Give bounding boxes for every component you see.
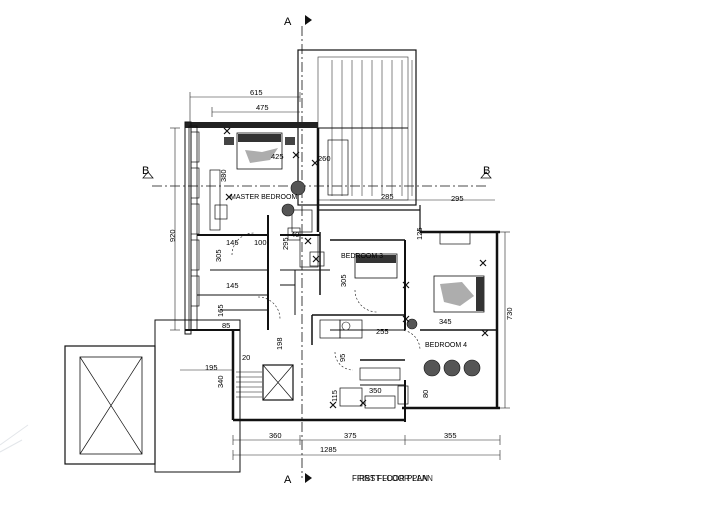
dim-100: 100 [254,238,267,247]
section-marker-b-right: B [483,165,490,177]
dim-1285: 1285 [320,445,337,454]
dim-95: 95 [338,354,347,362]
closets [214,139,471,409]
dim-198: 198 [275,337,284,350]
dim-255: 255 [376,327,389,336]
dim-20: 20 [242,353,250,362]
section-marker-a-bottom: A [284,474,292,486]
bed-3 [354,253,398,279]
dim-260: 260 [318,154,331,163]
title-overprint: FIRST FLOOR PLAN [357,474,433,483]
dim-615: 615 [250,88,263,97]
dim-305b: 305 [339,274,348,287]
section-line-b [142,171,492,187]
dim-380: 380 [219,169,228,182]
dim-295: 295 [451,194,464,203]
dim-295b: 295 [281,237,290,250]
staircase [236,364,294,401]
room-labels: MASTER BEDROOM BEDROOM 3 BEDROOM 4 [230,194,467,349]
dim-345: 345 [439,317,452,326]
dim-730: 730 [505,307,514,320]
dim-85: 85 [222,321,230,330]
section-marker-b-left: B [142,165,149,177]
dim-145b: 145 [226,281,239,290]
bed-4 [433,275,485,313]
background-scratches [0,424,29,453]
sheet-title: FIRST FLOOR PLAN FIRST FLOOR PLAN [352,474,433,483]
dim-375: 375 [344,431,357,440]
dim-425: 425 [271,152,284,161]
left-window-strip [190,131,221,307]
dim-80: 80 [421,390,430,398]
dim-145a: 145 [226,238,239,247]
door-markers [223,127,489,409]
dim-475: 475 [256,103,269,112]
section-line-a [301,15,312,483]
dim-360: 360 [269,431,282,440]
dim-355: 355 [444,431,457,440]
dim-115: 115 [330,390,339,402]
dim-305a: 305 [214,249,223,262]
room-label-bedroom-3: BEDROOM 3 [341,253,383,260]
room-label-bedroom-4: BEDROOM 4 [425,342,467,349]
dim-350: 350 [369,386,382,395]
door-swings [231,232,421,371]
dimension-labels: 615 475 425 260 380 285 295 920 145 100 … [168,88,514,454]
dim-195: 195 [205,363,218,372]
dim-165: 165 [216,304,225,317]
dim-340: 340 [216,375,225,388]
title-text: FIRST FLOOR PLAN [352,474,428,483]
section-marker-a-top: A [284,16,292,28]
skylight [64,345,156,465]
bed-master [224,132,295,170]
interior-walls [197,215,497,386]
dim-40: 40 [291,230,299,239]
dim-125: 125 [415,227,424,240]
dimension-lines [170,92,510,460]
fixtures [281,180,481,377]
dim-920: 920 [168,229,177,242]
dim-285: 285 [381,192,394,201]
room-label-master-bedroom: MASTER BEDROOM [230,194,297,201]
